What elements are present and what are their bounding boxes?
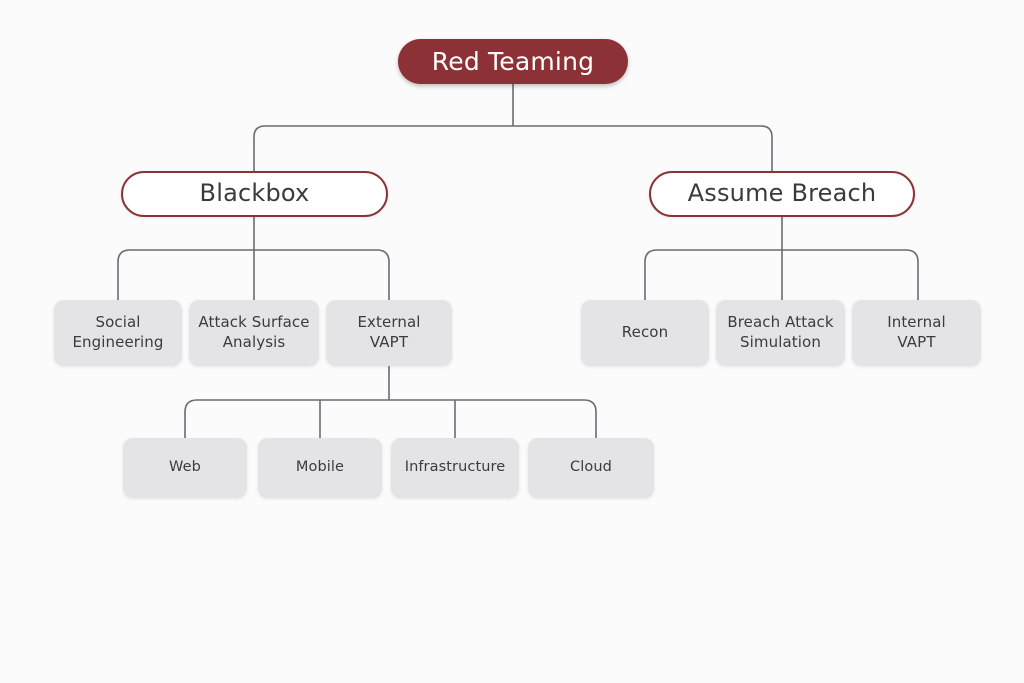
node-web[interactable]: Web (123, 438, 247, 498)
node-assume-breach[interactable]: Assume Breach (649, 171, 915, 217)
connector-externalvapt-bus (184, 399, 597, 438)
node-attack-surface-analysis[interactable]: Attack Surface Analysis (189, 300, 319, 366)
node-breach-attack-simulation[interactable]: Breach Attack Simulation (716, 300, 845, 366)
node-social-engineering[interactable]: Social Engineering (54, 300, 182, 366)
node-blackbox[interactable]: Blackbox (121, 171, 388, 217)
node-cloud[interactable]: Cloud (528, 438, 654, 498)
node-internal-vapt[interactable]: Internal VAPT (852, 300, 981, 366)
node-red-teaming[interactable]: Red Teaming (398, 39, 628, 84)
connector-root-bus (253, 125, 773, 171)
node-external-vapt[interactable]: External VAPT (326, 300, 452, 366)
node-mobile[interactable]: Mobile (258, 438, 382, 498)
node-infrastructure[interactable]: Infrastructure (391, 438, 519, 498)
node-recon[interactable]: Recon (581, 300, 709, 366)
connector-blackbox-bus (117, 249, 390, 300)
connector-assumebreach-bus (644, 249, 919, 300)
